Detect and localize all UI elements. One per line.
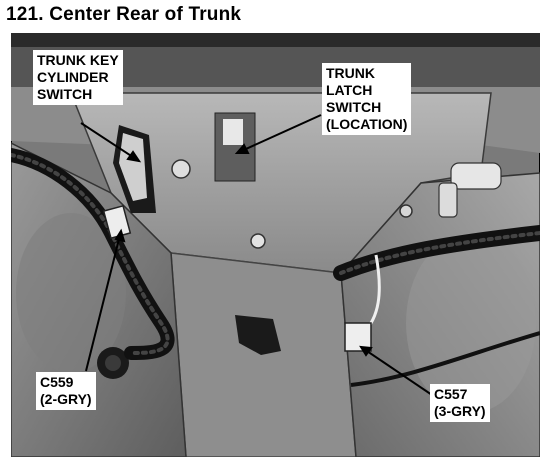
label-c557: C557 (3-GRY) bbox=[430, 384, 490, 422]
label-trunk-key-cylinder-switch: TRUNK KEY CYLINDER SWITCH bbox=[33, 50, 123, 105]
center-lower-panel bbox=[170, 252, 357, 457]
leader-trunk-key bbox=[80, 122, 140, 162]
label-c559: C559 (2-GRY) bbox=[36, 372, 96, 410]
label-trunk-latch-switch: TRUNK LATCH SWITCH (LOCATION) bbox=[322, 63, 412, 135]
page-title: 121. Center Rear of Trunk bbox=[6, 4, 242, 25]
leader-trunk-latch bbox=[236, 114, 322, 154]
leader-c557 bbox=[360, 346, 436, 398]
c557-connector bbox=[344, 322, 372, 352]
top-seal bbox=[11, 33, 540, 47]
leader-c559 bbox=[85, 230, 122, 372]
center-opening bbox=[235, 315, 281, 355]
